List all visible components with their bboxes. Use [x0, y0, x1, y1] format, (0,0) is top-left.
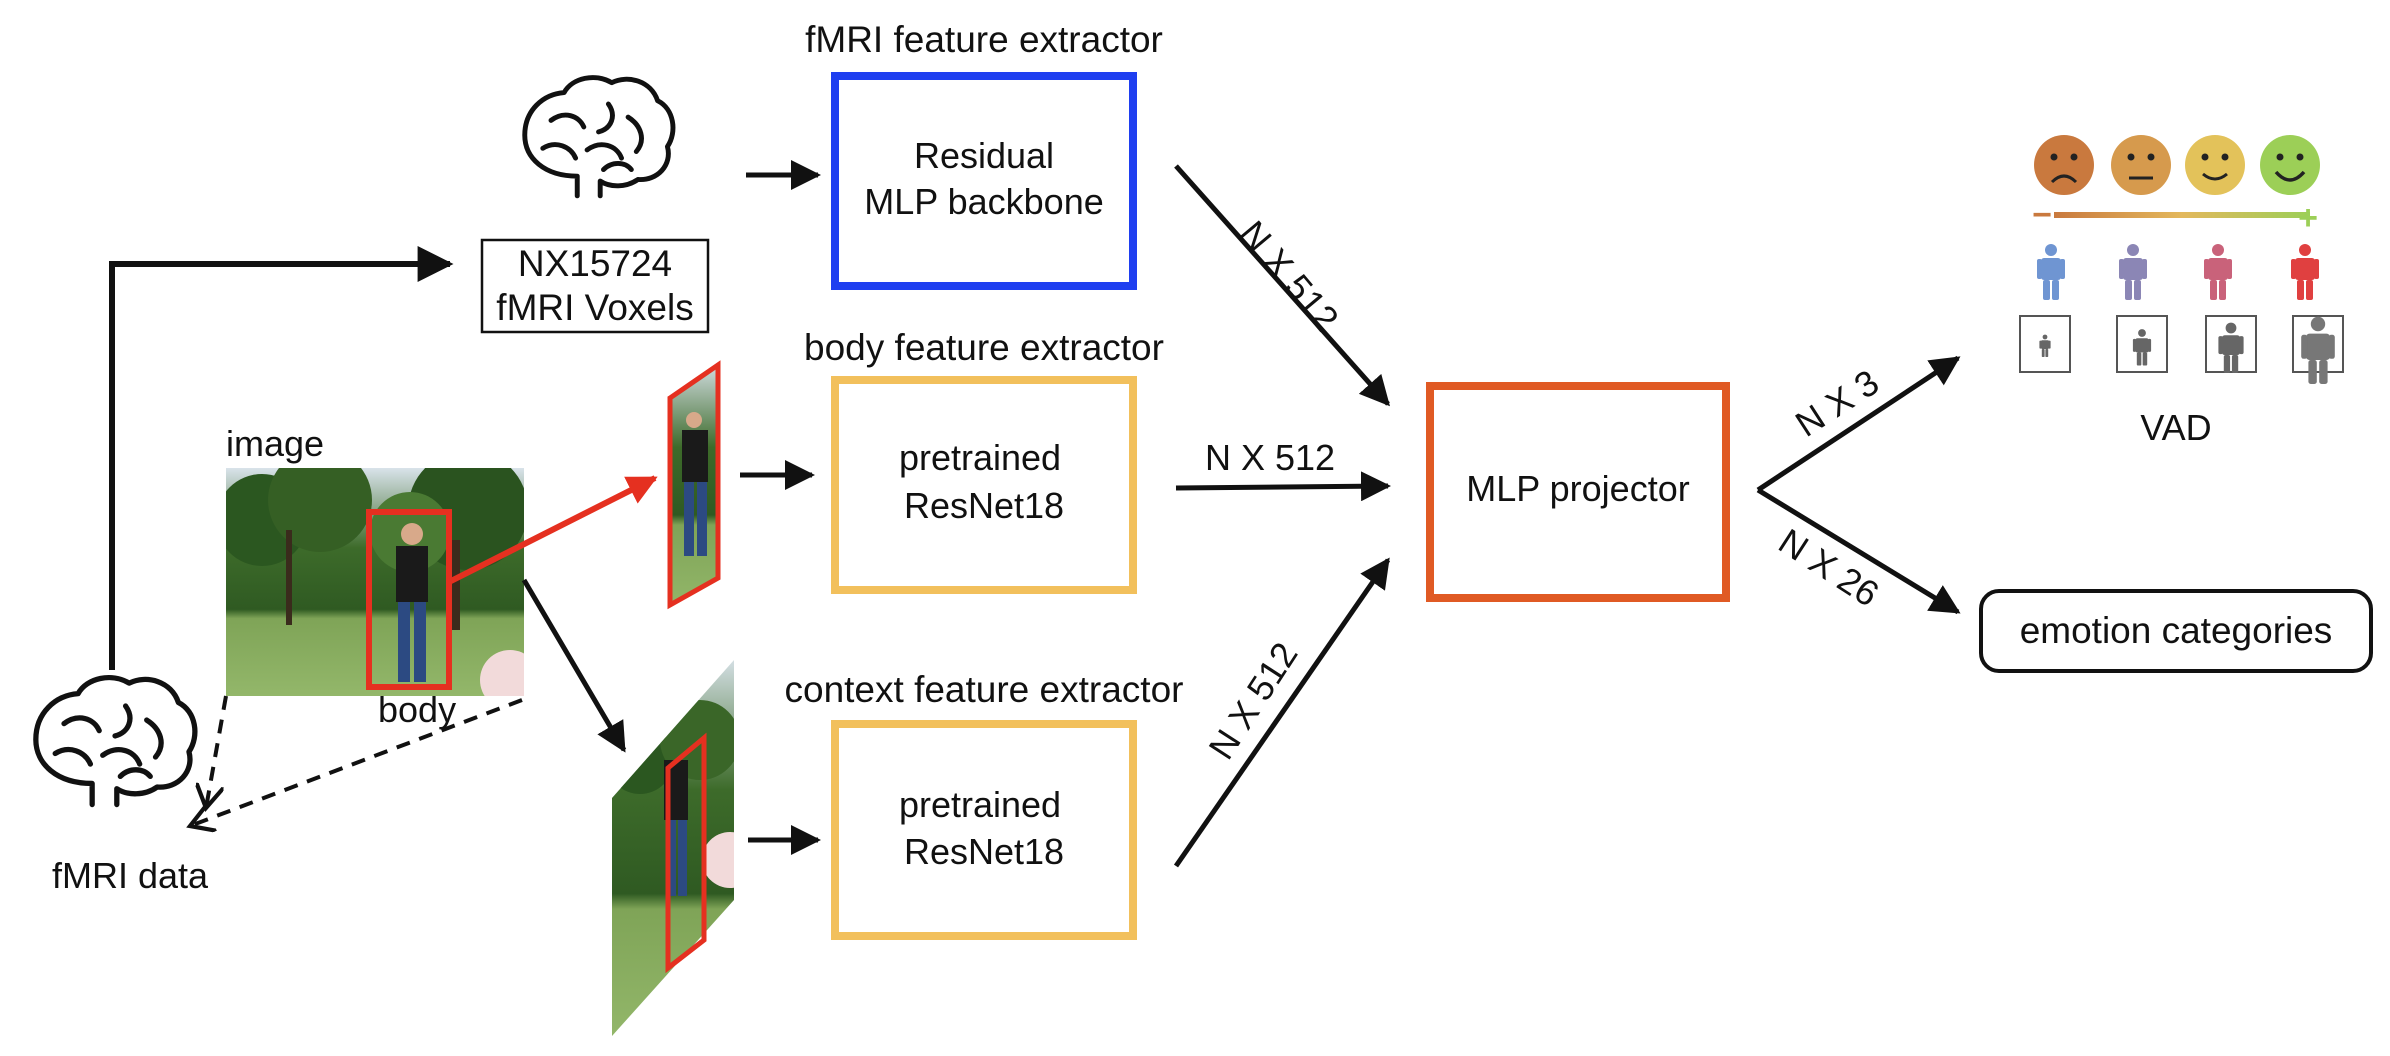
- context-backbone-box: [831, 720, 1137, 940]
- image-to-fmri-dashed-arrow: [206, 695, 228, 808]
- body-backbone-line1: pretrained: [899, 437, 1061, 478]
- context-backbone-line1: pretrained: [899, 784, 1061, 825]
- body-backbone-line2: ResNet18: [904, 485, 1064, 526]
- vad-icon-group: − +: [2019, 135, 2344, 384]
- body-to-projector-arrow: [1175, 471, 1391, 502]
- image-to-fmri-dashed-arrow: [190, 698, 523, 826]
- fmri-backbone-line1: Residual: [914, 135, 1054, 176]
- categories-output-arrow: [1756, 487, 1961, 615]
- happy-face-icon: [2260, 135, 2320, 195]
- title-body-extractor: body feature extractor: [804, 327, 1164, 368]
- person-valence-icon: [2037, 244, 2065, 300]
- emotion-categories-label: emotion categories: [2020, 610, 2333, 651]
- neutral-face-icon: [2111, 135, 2171, 195]
- person-valence-icon: [2119, 244, 2147, 300]
- body-backbone-box: [831, 376, 1137, 594]
- voxels-line2: fMRI Voxels: [496, 287, 693, 328]
- image-label: image: [226, 423, 324, 464]
- scale-plus: +: [2298, 199, 2318, 237]
- mlp-projector-box: [1426, 382, 1730, 602]
- body-bbox: [366, 509, 452, 690]
- vad-dim-label: N X 3: [1788, 361, 1886, 444]
- voxels-box: [480, 238, 710, 334]
- valence-scale: [2054, 212, 2310, 218]
- body-crop-image: [670, 365, 718, 605]
- scene-image: [226, 468, 524, 696]
- brain-icon: [525, 78, 673, 196]
- vad-label: VAD: [2140, 407, 2211, 448]
- context-crop-image: [612, 660, 734, 1036]
- context-to-projector-arrow: [1173, 557, 1391, 868]
- person-valence-icon: [2204, 244, 2232, 300]
- sad-face-icon: [2034, 135, 2094, 195]
- slight-smile-icon: [2185, 135, 2245, 195]
- title-context-extractor: context feature extractor: [785, 669, 1184, 710]
- emotion-categories-box: [1979, 589, 2373, 673]
- brain-icon: [36, 678, 195, 805]
- fmri-backbone-line2: MLP backbone: [864, 181, 1104, 222]
- projector-label: MLP projector: [1466, 468, 1689, 509]
- body-crop-frame: [667, 360, 721, 610]
- fmri-dim-label: N X 512: [1232, 213, 1347, 339]
- body-dim-label: N X 512: [1205, 437, 1335, 478]
- fmri-data-label: fMRI data: [52, 855, 209, 896]
- scale-minus: −: [2032, 196, 2052, 234]
- context-backbone-line2: ResNet18: [904, 831, 1064, 872]
- vad-output-arrow: [1756, 355, 1961, 493]
- person-valence-icon: [2291, 244, 2319, 300]
- voxels-line1: NX15724: [518, 243, 672, 284]
- fmri-to-projector-arrow: [1174, 164, 1390, 407]
- fmri-data-arrow: [109, 246, 454, 670]
- fmri-backbone-box: [831, 72, 1137, 290]
- body-crop-arrow: [447, 475, 658, 585]
- context-body-bbox: [665, 732, 707, 974]
- title-fmri-extractor: fMRI feature extractor: [805, 19, 1163, 60]
- context-crop-arrow: [521, 578, 627, 753]
- body-label: body: [378, 689, 456, 730]
